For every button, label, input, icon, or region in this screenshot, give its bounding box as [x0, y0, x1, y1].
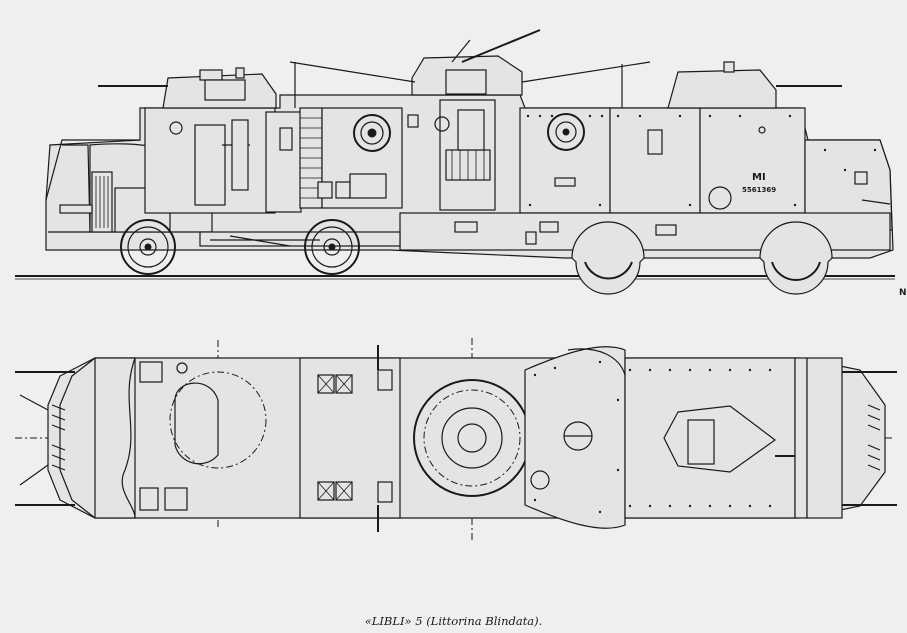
- rear-turret-periscope: [723, 61, 735, 73]
- left-turret-mount: [204, 79, 246, 101]
- front-wheel: [120, 219, 176, 275]
- plan-rear-frame: [794, 357, 808, 519]
- rear-wheel-1: [584, 261, 633, 280]
- seat-2: [335, 181, 351, 199]
- marking-code: MI: [752, 172, 766, 183]
- right-window: [647, 129, 663, 155]
- aa-mount-ribs: [451, 150, 485, 180]
- aa-gun-sight: [451, 39, 471, 63]
- edge-letter: N: [899, 288, 907, 298]
- plan-front-buffers: [19, 394, 49, 486]
- plan-rear-end: [806, 357, 843, 519]
- plan-bulge: [524, 346, 626, 529]
- plan-crates-top: [317, 374, 353, 394]
- chassis-frame: [199, 231, 401, 247]
- rear-wheel-cover-2: [759, 221, 833, 295]
- plan-rear-turret-hatch: [687, 419, 715, 465]
- right-section-b: [609, 107, 701, 214]
- marking-number: 5561369: [742, 186, 776, 194]
- plan-side-box-top: [377, 369, 393, 391]
- plan-cap: [176, 362, 188, 374]
- rear-buffer: [861, 199, 891, 205]
- rear-turret: [667, 69, 777, 109]
- middle-wheel: [304, 219, 360, 275]
- right-porthole: [708, 186, 732, 210]
- plan-aa-ring-dashed: [423, 389, 521, 487]
- skirt-box: [525, 231, 537, 245]
- center-hatch-inner: [360, 121, 384, 145]
- plan-turret-ring-1: [169, 371, 267, 469]
- right-rail-wire: [521, 61, 651, 83]
- left-door: [194, 124, 226, 206]
- seat-1: [317, 181, 333, 199]
- skirt-slot-1: [454, 221, 478, 233]
- left-column: [231, 119, 249, 191]
- front-nose: [45, 139, 140, 201]
- side-elevation: MI 5561369 N: [15, 29, 907, 298]
- plan-view: [15, 338, 897, 540]
- right-vent: [758, 126, 766, 134]
- ladder-rungs: [300, 117, 322, 199]
- left-vent: [169, 121, 183, 135]
- plan-turret-1: [174, 382, 219, 465]
- aa-mount-port: [434, 116, 450, 132]
- aa-gun-barrel: [461, 29, 541, 63]
- plan-box-1: [139, 361, 163, 383]
- plan-small-hatch: [530, 470, 550, 490]
- plan-crates-bottom: [317, 481, 353, 501]
- plan-aa-ring-mid: [441, 407, 503, 469]
- center-hatch-hub: [367, 128, 377, 138]
- skirt-slot-3: [655, 224, 677, 236]
- skirt-slot-2: [539, 221, 559, 233]
- left-turret-sight: [199, 69, 223, 81]
- plan-front-grille: [51, 404, 66, 471]
- chassis-linkage: [210, 235, 320, 247]
- plan-hood-line: [121, 357, 136, 519]
- plan-front-bay: [94, 357, 136, 519]
- left-rail-wire: [289, 61, 416, 83]
- seat-3: [349, 173, 387, 199]
- plan-box-2: [139, 487, 159, 511]
- right-section-a: [519, 107, 611, 214]
- plan-rear-grille: [867, 404, 881, 471]
- radiator: [91, 171, 113, 233]
- side-rivets: [526, 114, 877, 207]
- plan-front-taper: [59, 357, 96, 519]
- figure-caption: «LIBLI» 5 (Littorina Blindata).: [364, 614, 543, 628]
- right-section-c: [699, 107, 806, 214]
- plan-side-box-bottom: [377, 481, 393, 503]
- small-box: [407, 114, 419, 128]
- right-hatch-inner: [555, 121, 577, 143]
- plan-bulge-top: [567, 348, 626, 376]
- left-window: [279, 127, 293, 151]
- center-hatch-outer: [353, 114, 391, 152]
- aa-gun-breech: [445, 69, 487, 95]
- left-turret-periscope: [235, 67, 245, 79]
- plan-rivets: [533, 360, 772, 514]
- front-plate: [48, 144, 91, 233]
- left-pillar: [265, 111, 302, 213]
- rear-wheel-2: [771, 261, 821, 281]
- rear-wheel-cover-1: [571, 221, 645, 295]
- radiator-fins: [95, 176, 109, 228]
- rear-window: [854, 171, 868, 185]
- right-hatch-hub: [562, 128, 570, 136]
- plan-box-3: [164, 487, 188, 511]
- right-slot: [554, 177, 576, 187]
- front-buffer: [59, 204, 93, 214]
- plan-aa-ring-inner: [457, 423, 487, 453]
- aa-mount-column: [457, 109, 485, 151]
- right-hatch-outer: [547, 113, 585, 151]
